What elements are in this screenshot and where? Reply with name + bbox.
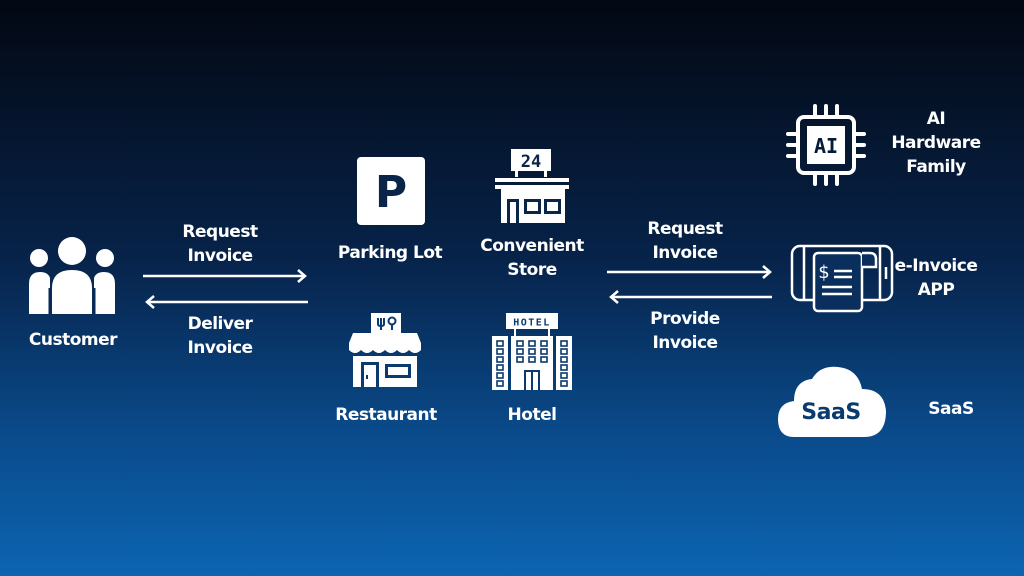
ai-chip-icon: AI (786, 104, 866, 186)
hotel-label: Hotel (507, 405, 557, 425)
restaurant-label: Restaurant (335, 405, 437, 425)
hotel-window (540, 356, 548, 363)
svg-text:AI: AI (814, 134, 838, 158)
parking-lot-label: Parking Lot (337, 243, 443, 263)
merchant-convenient-store: 24 Convenient Store (470, 148, 594, 288)
right-arrow-icon (143, 269, 309, 283)
left-arrow-icon (143, 295, 309, 309)
hotel-window (560, 364, 568, 371)
merchant-restaurant: Restaurant (326, 312, 446, 432)
svg-text:P: P (375, 167, 407, 218)
right-provide-label: Provide Invoice (650, 309, 720, 353)
hotel-window (516, 348, 524, 355)
customer-label: Customer (28, 330, 118, 350)
right-request-label: Request Invoice (647, 219, 723, 263)
hotel-window (560, 340, 568, 347)
restaurant-icon (347, 312, 423, 388)
hotel-window (496, 380, 504, 387)
left-deliver-label: Deliver Invoice (187, 314, 253, 358)
left-arrow-icon (607, 290, 773, 304)
hotel-window (496, 372, 504, 379)
convenient-store-label: Convenient Store (480, 236, 584, 280)
hotel-window (560, 372, 568, 379)
hotel-window (496, 356, 504, 363)
hotel-window (496, 364, 504, 371)
left-request-label: Request Invoice (182, 222, 258, 266)
hotel-window (516, 340, 524, 347)
svg-text:24: 24 (521, 152, 541, 172)
hotel-window (560, 348, 568, 355)
hotel-window (528, 340, 536, 347)
hotel-window (496, 340, 504, 347)
e-invoice-app-label: e-Invoice APP (894, 256, 978, 300)
invoice-phone-icon: $ (790, 241, 896, 313)
hotel-window (528, 356, 536, 363)
merchant-hotel: HOTEL Hotel (470, 312, 594, 432)
saas-cloud-icon: SaaS (776, 363, 888, 439)
hotel-window (496, 348, 504, 355)
svg-text:HOTEL: HOTEL (513, 318, 551, 329)
hotel-window (560, 380, 568, 387)
merchant-parking-lot: P Parking Lot (330, 155, 450, 275)
right-arrow-icon (607, 265, 773, 279)
hotel-icon: HOTEL (492, 313, 572, 391)
hotel-window (540, 348, 548, 355)
hotel-window (516, 356, 524, 363)
svg-text:SaaS: SaaS (801, 400, 860, 425)
provider-e-invoice-app: $ e-Invoice APP (786, 238, 1016, 318)
hotel-window (560, 356, 568, 363)
svg-text:$: $ (818, 262, 829, 283)
hotel-window (528, 348, 536, 355)
convenience-store-icon: 24 (494, 148, 570, 224)
hotel-window (540, 340, 548, 347)
customer-node: Customer (18, 232, 128, 362)
provider-ai-hardware: AI AI Hardware Family (786, 100, 1016, 200)
ai-hardware-label: AI Hardware Family (891, 109, 981, 177)
provider-saas: SaaS SaaS (776, 362, 1016, 442)
saas-label: SaaS (928, 399, 974, 419)
parking-icon: P (357, 157, 425, 225)
users-group-icon (24, 234, 120, 318)
